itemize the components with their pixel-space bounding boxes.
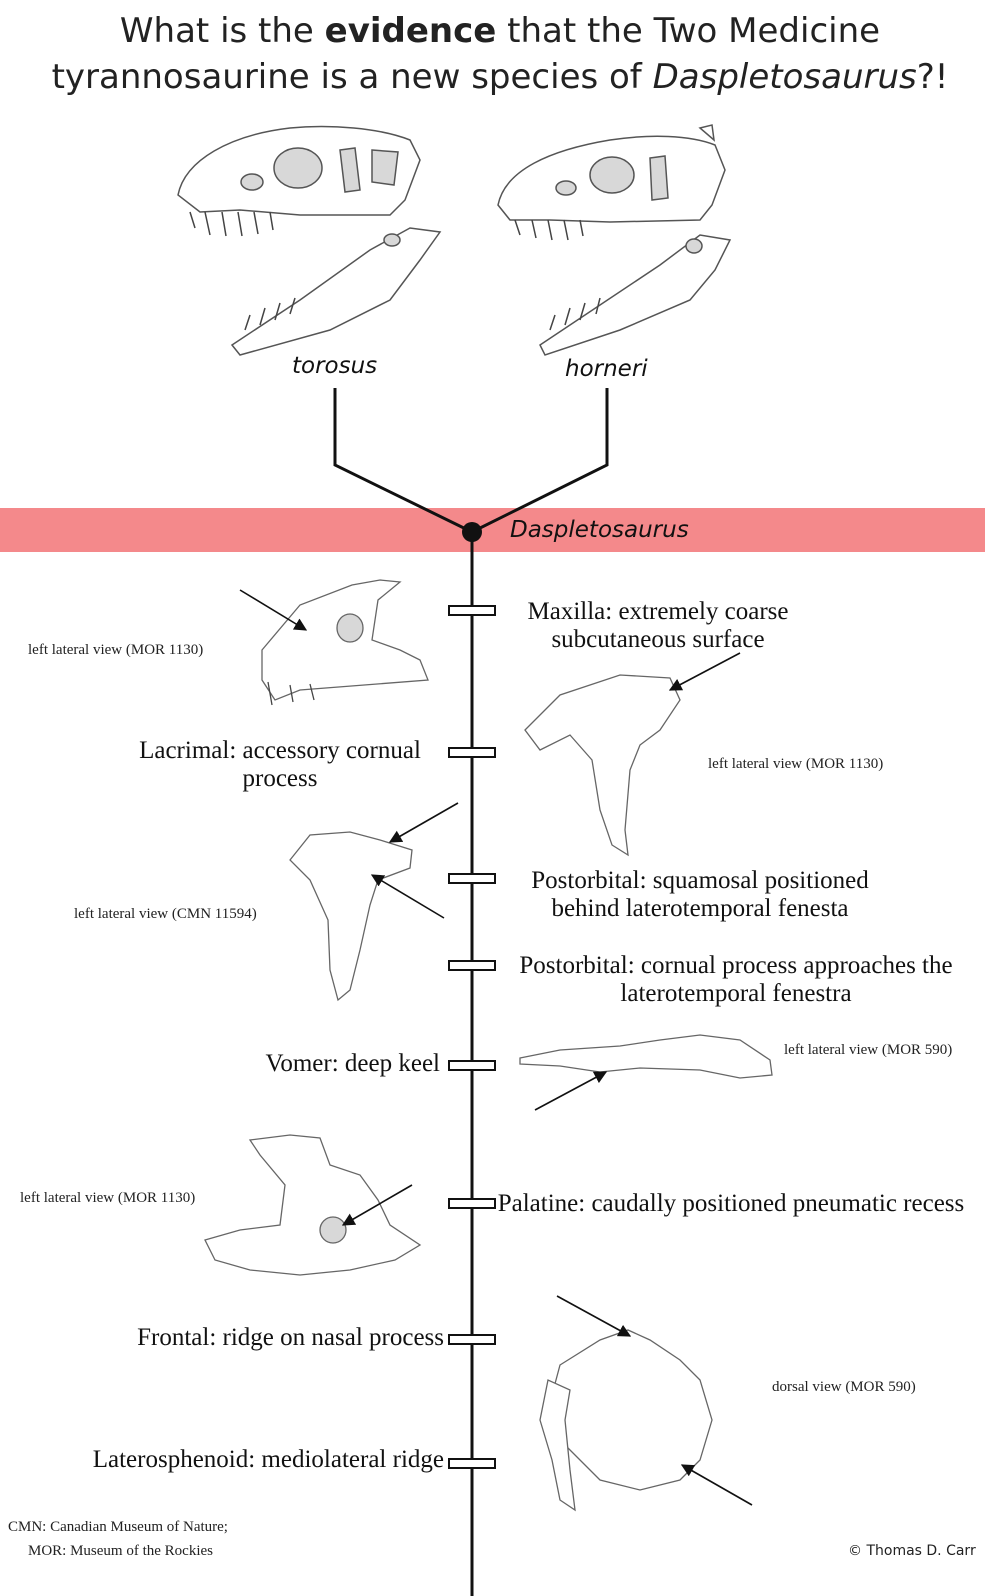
- footer-credit: © Thomas D. Carr: [848, 1543, 976, 1559]
- title-line-2: tyrannosaurine is a new species of Daspl…: [51, 57, 949, 97]
- view-vomer: left lateral view (MOR 590): [784, 1042, 953, 1058]
- torosus-branch: [333, 388, 473, 534]
- vomer-bone: [519, 1034, 773, 1079]
- palatine-bone: [204, 1134, 422, 1276]
- view-postorbital: left lateral view (CMN 11594): [74, 906, 257, 922]
- arrow-maxilla: [239, 589, 308, 631]
- character-postorbital-squamosal: Postorbital: squamosal positioned behind…: [531, 867, 869, 922]
- arrow-vomer: [534, 1071, 608, 1111]
- tick-frontal: [448, 1334, 496, 1345]
- footer-cmn: CMN: Canadian Museum of Nature;: [8, 1519, 228, 1535]
- horneri-branch: [471, 388, 609, 534]
- page-title: What is the evidence that the Two Medici…: [0, 8, 1000, 100]
- character-laterosphenoid: Laterosphenoid: mediolateral ridge: [92, 1446, 444, 1473]
- tick-maxilla: [448, 605, 496, 616]
- frontal-bone: [547, 1329, 713, 1491]
- arrow-frontal-b: [680, 1464, 753, 1506]
- character-maxilla: Maxilla: extremely coarse subcutaneous s…: [527, 598, 789, 653]
- character-lacrimal: Lacrimal: accessory cornual process: [139, 737, 421, 792]
- lacrimal-bone: [524, 674, 681, 857]
- footer-mor: MOR: Museum of the Rockies: [28, 1543, 213, 1559]
- taxon-horneri: horneri: [565, 356, 648, 382]
- arrow-postorbital-a: [388, 802, 459, 843]
- title-genus: Daspletosaurus: [652, 57, 917, 97]
- character-postorbital-cornual: Postorbital: cornual process approaches …: [519, 952, 953, 1007]
- view-lacrimal: left lateral view (MOR 1130): [708, 756, 884, 772]
- postorbital-bone: [289, 831, 413, 1002]
- arrow-lacrimal: [668, 652, 741, 691]
- horneri-skull: [497, 124, 732, 356]
- tick-vomer: [448, 1060, 496, 1071]
- tick-postorbital-1: [448, 873, 496, 884]
- tick-palatine: [448, 1198, 496, 1209]
- title-emphasis: evidence: [324, 11, 497, 51]
- arrow-postorbital-b: [370, 874, 445, 919]
- genus-band: [0, 508, 985, 552]
- character-frontal: Frontal: ridge on nasal process: [137, 1324, 444, 1351]
- title-line-1: What is the evidence that the Two Medici…: [119, 11, 881, 51]
- character-ticks: [448, 605, 496, 1469]
- character-palatine: Palatine: caudally positioned pneumatic …: [497, 1190, 965, 1217]
- view-palatine: left lateral view (MOR 1130): [20, 1190, 196, 1206]
- tick-lacrimal: [448, 747, 496, 758]
- arrow-palatine: [341, 1184, 413, 1226]
- view-frontal: dorsal view (MOR 590): [772, 1379, 916, 1395]
- torosus-skull: [177, 125, 442, 356]
- antorbital-fenestra: [273, 147, 323, 189]
- genus-label: Daspletosaurus: [510, 517, 689, 543]
- character-vomer: Vomer: deep keel: [265, 1050, 440, 1077]
- tick-postorbital-2: [448, 960, 496, 971]
- tick-laterosphenoid: [448, 1458, 496, 1469]
- view-maxilla: left lateral view (MOR 1130): [28, 642, 204, 658]
- arrow-frontal-a: [556, 1295, 632, 1337]
- taxon-torosus: torosus: [292, 353, 378, 379]
